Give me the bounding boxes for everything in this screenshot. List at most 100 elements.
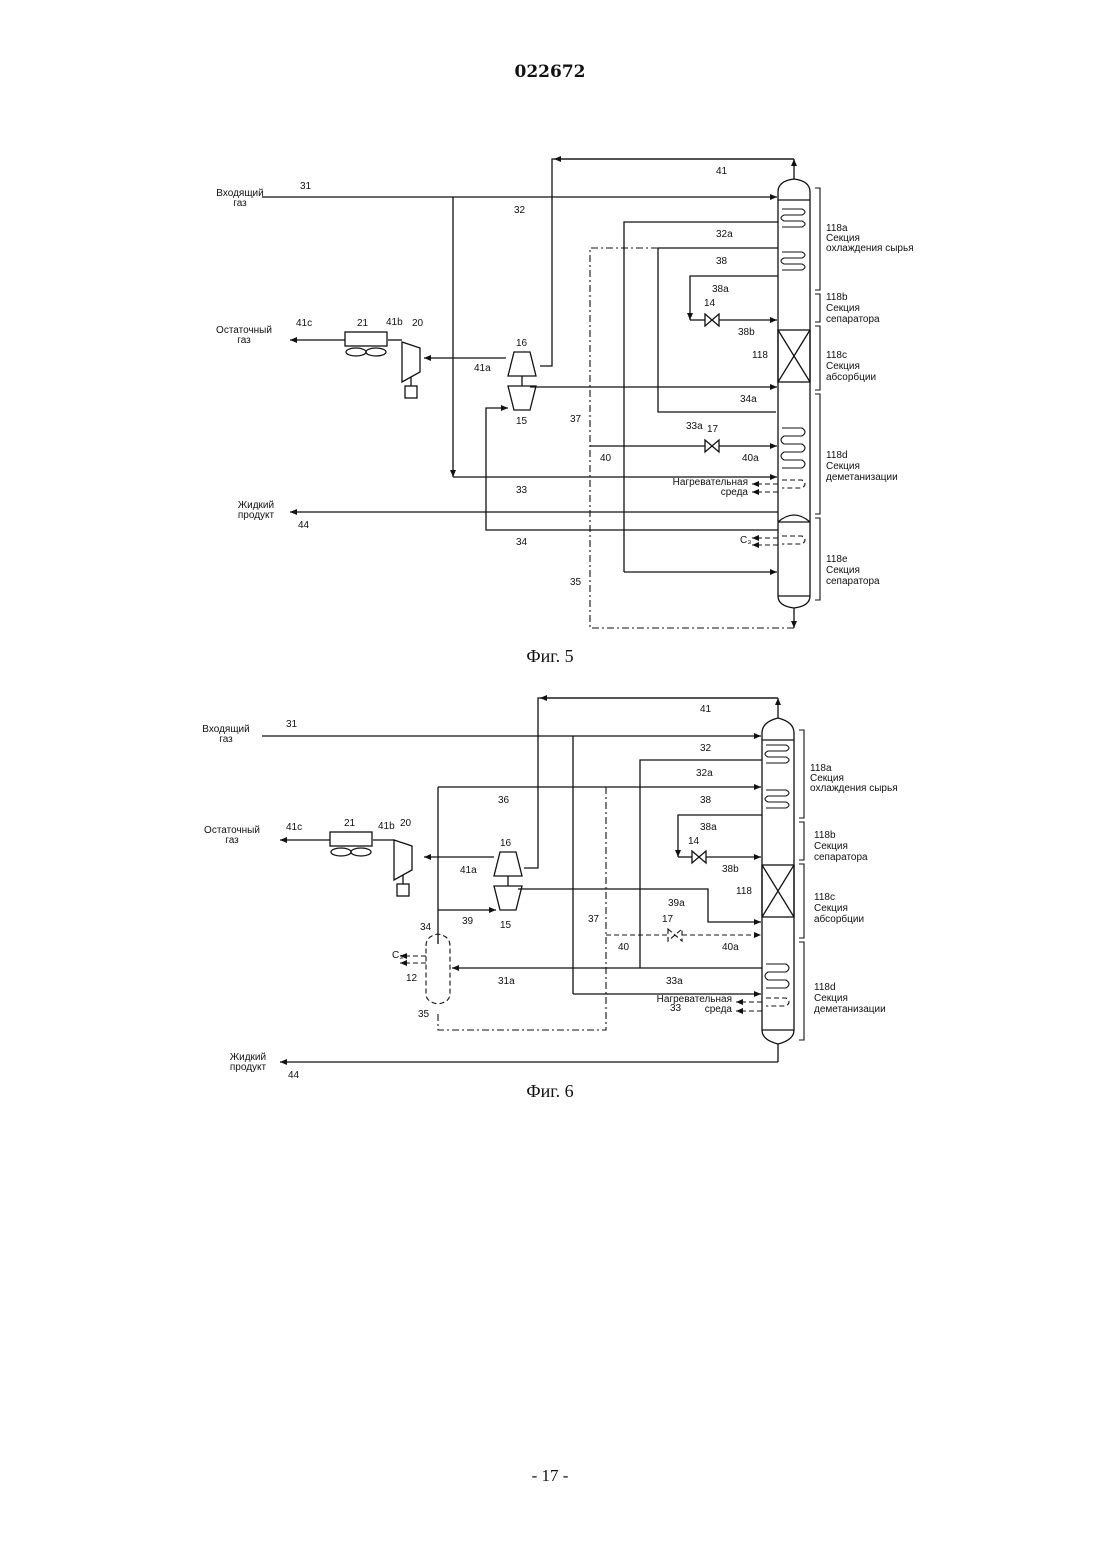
fig5-stream-41a: 41a (474, 363, 491, 374)
fig5-stream-32a: 32a (716, 229, 733, 240)
fig5-stream-33: 33 (516, 485, 528, 496)
fig5-stream-41: 41 (716, 166, 728, 177)
fig5-stream-34: 34 (516, 537, 528, 548)
fig6-stream-40a: 40a (722, 942, 739, 953)
fig5-valve-17: 17 (707, 424, 719, 435)
fig6-stream-36: 36 (498, 795, 510, 806)
fig5-sec-118a-3: охлаждения сырья (826, 243, 914, 254)
fig6-stream-31: 31 (286, 719, 298, 730)
fig5-sec-118d-1: 118d (826, 450, 848, 461)
fig6-sec-118a-3: охлаждения сырья (810, 783, 898, 794)
fig5-stream-32: 32 (514, 205, 526, 216)
fig5-sec-118e-1: 118e (826, 554, 848, 565)
fig5-caption: Фиг. 5 (0, 646, 1100, 667)
fig5-sec-118c-1: 118c (826, 350, 847, 361)
compressor-16-fig6 (494, 852, 522, 876)
fig5-stream-34a: 34a (740, 394, 757, 405)
fig6-residue-gas-2: газ (225, 835, 239, 846)
fig6-stream-37: 37 (588, 914, 600, 925)
separator-12 (426, 934, 450, 1004)
fig6-compressor-20: 20 (400, 818, 412, 829)
fig5-sec-118b-3: сепаратора (826, 314, 880, 325)
fig5-expander-15: 15 (516, 416, 528, 427)
fig6-stream-33: 33 (670, 1003, 682, 1014)
fig6-stream-44: 44 (288, 1070, 300, 1081)
fig6-sec-118d-1: 118d (814, 982, 836, 993)
compressor-16 (508, 352, 536, 376)
fig5-sec-118e-3: сепаратора (826, 576, 880, 587)
fig6-stream-38a: 38a (700, 822, 717, 833)
fig5-stream-31: 31 (300, 181, 312, 192)
fig6-stream-40: 40 (618, 942, 630, 953)
fig5-cooler-21: 21 (357, 318, 369, 329)
compressor-20-fig6 (394, 840, 412, 880)
fig5-stream-38: 38 (716, 256, 728, 267)
fig6-stream-38b: 38b (722, 864, 739, 875)
fig6-stream-31a: 31a (498, 976, 515, 987)
fig5-compressor-16: 16 (516, 338, 528, 349)
fig6-stream-41b: 41b (378, 821, 395, 832)
fig6-sec-118d-2: Секция (814, 993, 848, 1004)
fig6-valve-17: 17 (662, 914, 674, 925)
fig6-stream-33a: 33a (666, 976, 683, 987)
fig5-stream-37: 37 (570, 414, 582, 425)
fig6-group: Входящий газ Остаточный газ Жидкий проду… (202, 698, 897, 1081)
fig6-sec-118b-3: сепаратора (814, 852, 868, 863)
fig6-stream-35: 35 (418, 1009, 430, 1020)
expander-15-fig6 (494, 886, 522, 910)
fig5-sec-118b-1: 118b (826, 292, 848, 303)
fig6-column-118 (762, 698, 794, 1062)
fig5-compressor-20: 20 (412, 318, 424, 329)
fig6-column-118-label: 118 (736, 886, 752, 897)
compressor-20 (402, 342, 420, 382)
fig5-residue-gas-2: газ (237, 335, 251, 346)
fig5-sec-118d-2: Секция (826, 461, 860, 472)
fig5-stream-41b: 41b (386, 317, 403, 328)
fig6-sec-118c-3: абсорбции (814, 913, 864, 925)
fig5-heating-medium-2: среда (721, 487, 749, 498)
fig5-sec-118c-2: Секция (826, 361, 860, 372)
fig6-stream-39: 39 (462, 916, 474, 927)
page-footer: - 17 - (0, 1466, 1100, 1486)
fig5-sec-118e-2: Секция (826, 565, 860, 576)
fig5-stream-40a: 40a (742, 453, 759, 464)
fig5-stream-35: 35 (570, 577, 582, 588)
fig5-stream-41c: 41c (296, 318, 312, 329)
fig6-liquid-product-2: продукт (230, 1062, 267, 1073)
fig6-sec-118b-2: Секция (814, 841, 848, 852)
fig6-cooler-21: 21 (344, 818, 356, 829)
fig5-column-118-label: 118 (752, 350, 768, 361)
fig6-heating-medium-2: среда (705, 1004, 733, 1015)
fig5-stream-40: 40 (600, 453, 612, 464)
fig5-liquid-product-2: продукт (238, 510, 275, 521)
fig6-inlet-gas-2: газ (219, 734, 233, 745)
fig6-stream-41c: 41c (286, 822, 302, 833)
fig6-sec-118c-2: Секция (814, 903, 848, 914)
fig6-valve-14: 14 (688, 836, 700, 847)
fig6-section-brackets (799, 730, 804, 1040)
fig5-stream-33a: 33a (686, 421, 703, 432)
fig5-valve-14: 14 (704, 298, 716, 309)
fig6-stream-32a: 32a (696, 768, 713, 779)
fig5-c3: C₃ (740, 535, 751, 546)
fig6-stream-41a: 41a (460, 865, 477, 876)
expander-15 (508, 386, 536, 410)
fig6-stream-41: 41 (700, 704, 712, 715)
fig5-inlet-gas-2: газ (233, 198, 247, 209)
fig5-sec-118b-2: Секция (826, 303, 860, 314)
fig5-stream-38a: 38a (712, 284, 729, 295)
fig6-compressor-16: 16 (500, 838, 512, 849)
cooler-21 (345, 332, 387, 346)
fig6-c3: C₃ (392, 950, 403, 961)
fig5-sec-118c-3: абсорбции (826, 371, 876, 383)
fig6-sec-118b-1: 118b (814, 830, 836, 841)
fig6-sec-118d-3: деметанизации (814, 1004, 886, 1015)
fig6-stream-32: 32 (700, 743, 712, 754)
fig5-stream-44: 44 (298, 520, 310, 531)
fig6-stream-38: 38 (700, 795, 712, 806)
fig6-expander-15: 15 (500, 920, 512, 931)
fig6-caption: Фиг. 6 (0, 1081, 1100, 1102)
fig5-sec-118d-3: деметанизации (826, 472, 898, 483)
fig6-stream-34: 34 (420, 922, 432, 933)
